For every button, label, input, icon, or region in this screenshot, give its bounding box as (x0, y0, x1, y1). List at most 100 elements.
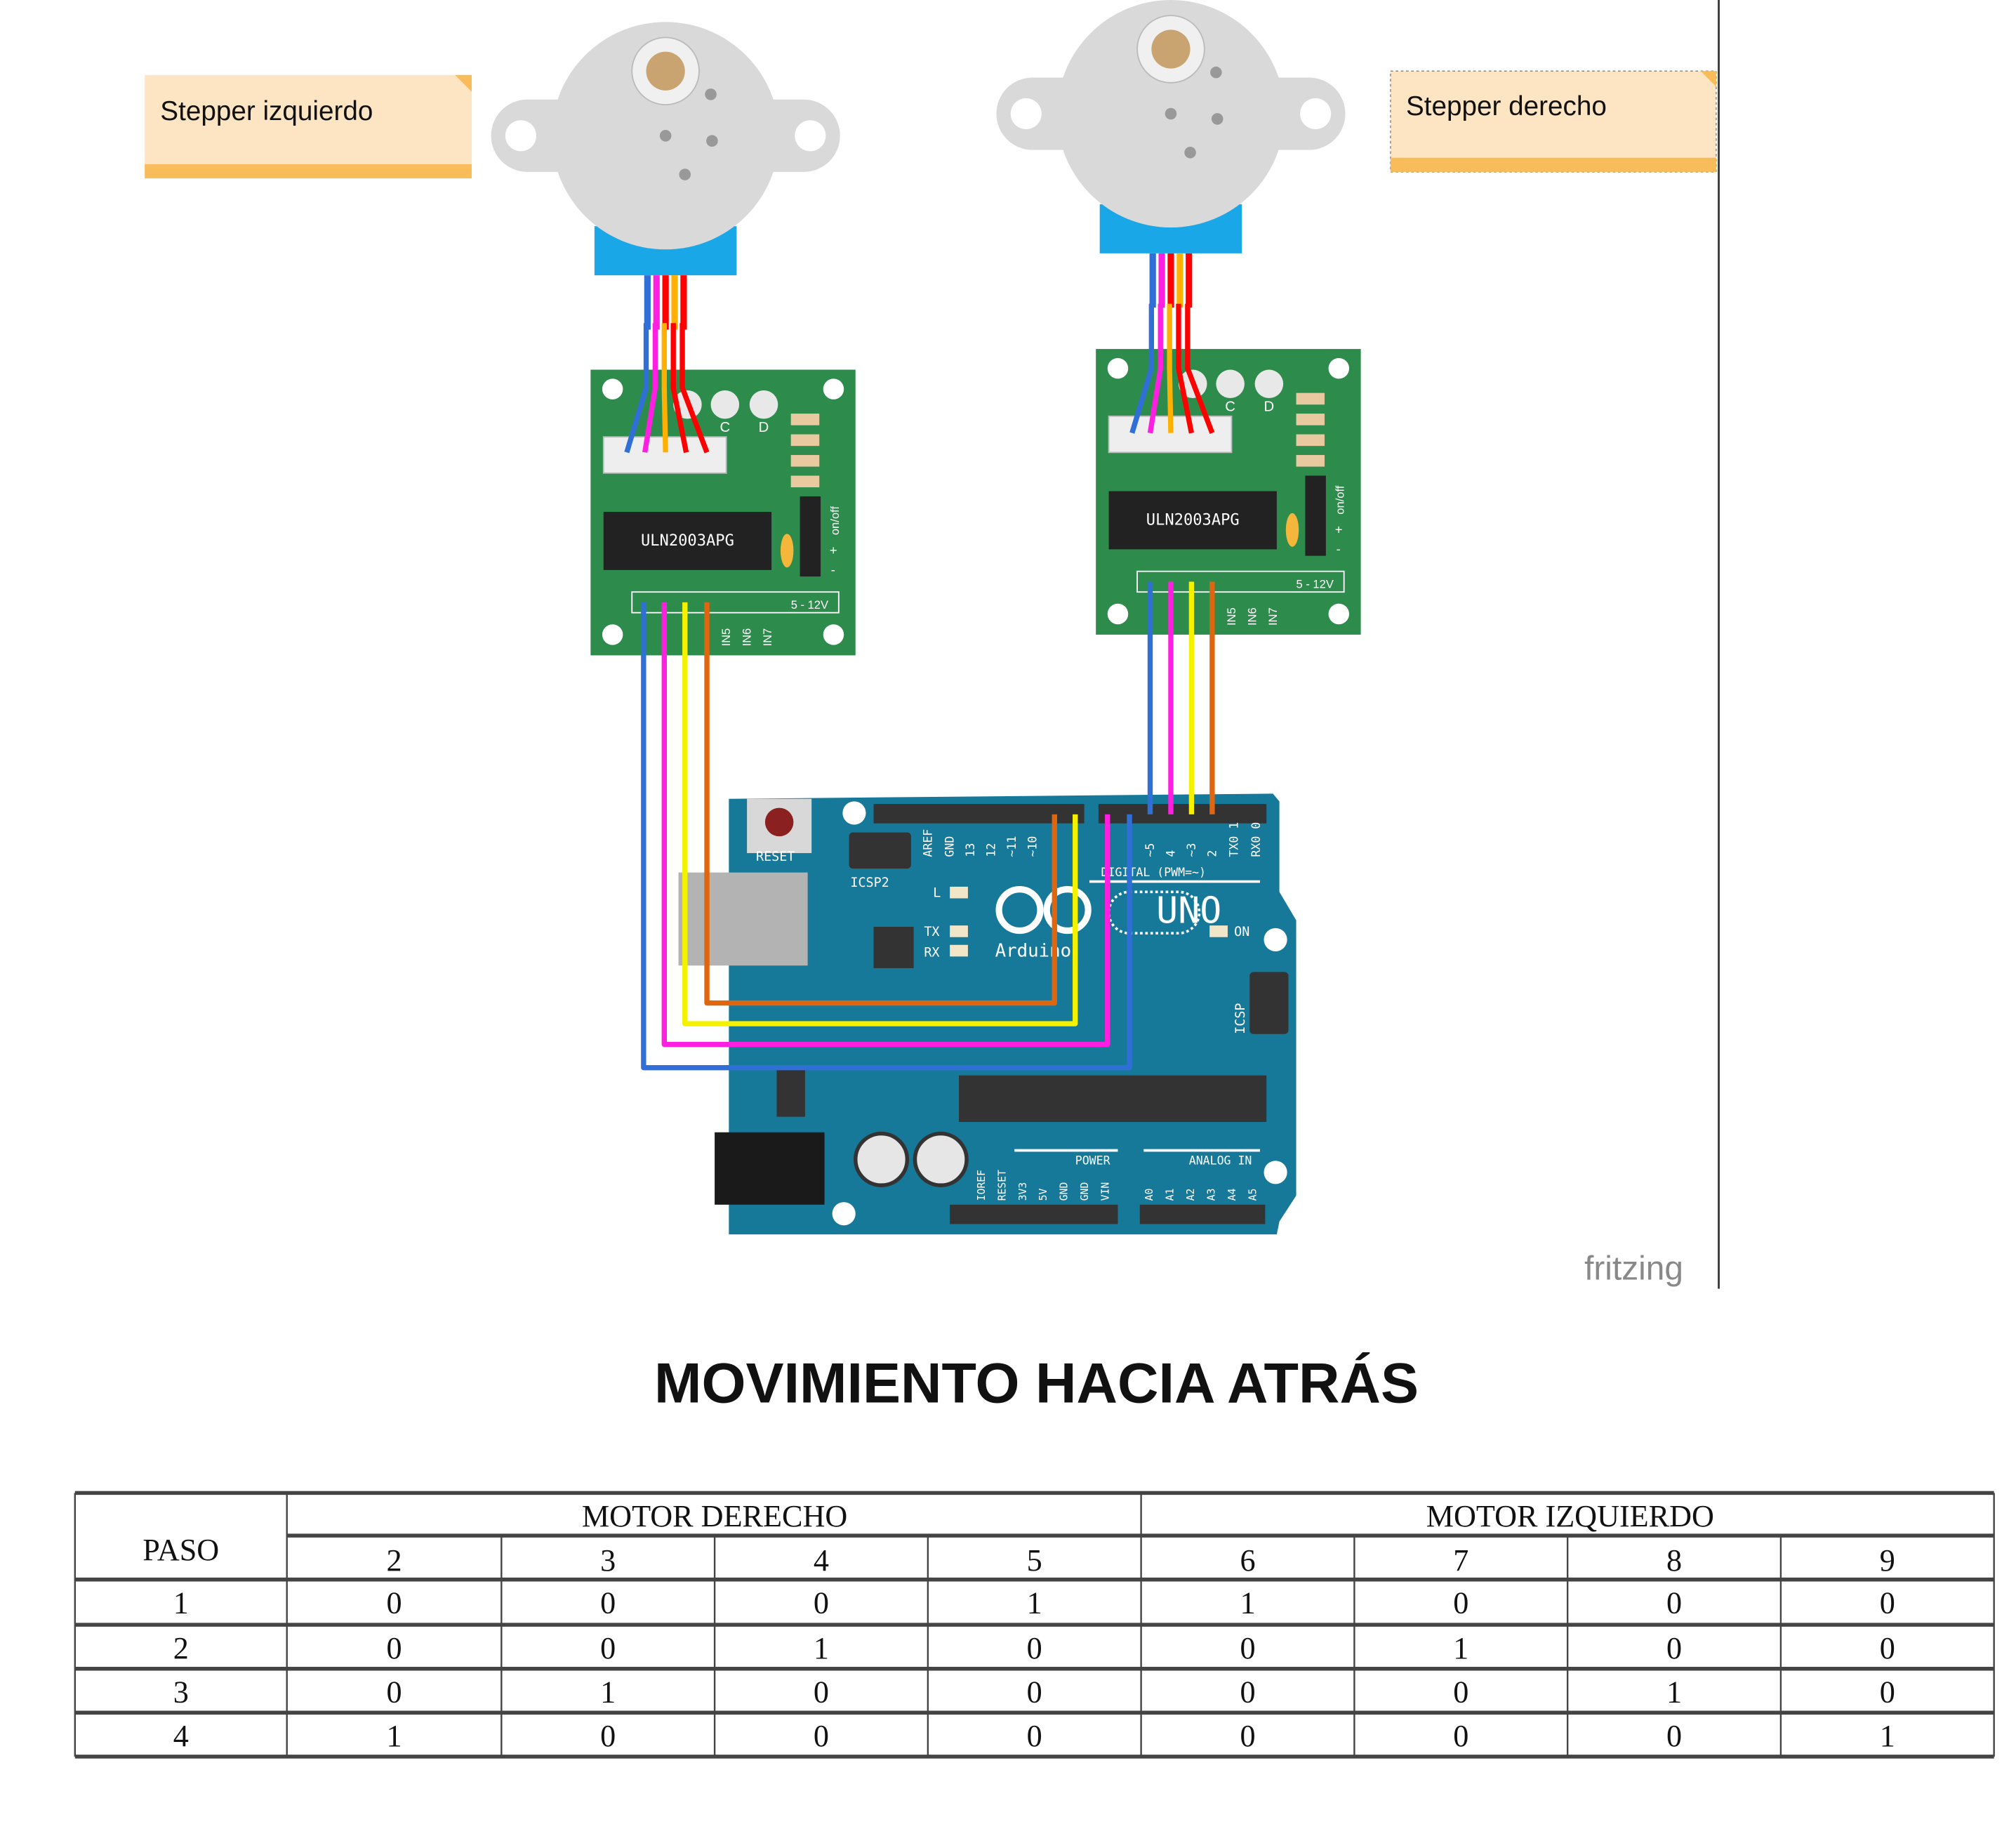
led-rx-label: RX (924, 945, 939, 960)
pin-label: GND (943, 836, 957, 857)
fritzing-watermark: fritzing (1584, 1250, 1683, 1288)
power-header (950, 1204, 1118, 1224)
motor-rivet (705, 88, 717, 100)
atmega-chip (959, 1075, 1267, 1122)
motor-rivet (659, 130, 672, 142)
value-cell: 0 (600, 1586, 616, 1620)
value-cell: 0 (1027, 1675, 1042, 1710)
wire-in1-left (641, 602, 1132, 1071)
value-cell: 0 (386, 1586, 402, 1620)
analog-header (1139, 1204, 1266, 1224)
motor-rivet (706, 135, 718, 147)
motor-wire (661, 323, 668, 453)
led (710, 390, 740, 419)
note-left-text: Stepper izquierdo (160, 96, 373, 126)
mount-hole (1010, 98, 1042, 130)
digital-label: DIGITAL (PWM=~) (1101, 866, 1206, 879)
pin-label: 13 (964, 843, 977, 857)
value-cell: 1 (1453, 1631, 1468, 1665)
motor-rivet (679, 169, 691, 180)
stepper-motor-right (996, 0, 1346, 308)
paso-cell: 3 (173, 1675, 189, 1710)
analog-pin-label: A3 (1206, 1189, 1218, 1201)
mount-hole (823, 378, 844, 400)
in6-label: IN6 (741, 628, 754, 647)
arduino-brand: Arduino (995, 940, 1072, 961)
wire-in2-left (661, 602, 1110, 1048)
group-header-motor-izquierdo: MOTOR IZQUIERDO (1426, 1499, 1714, 1533)
note-right-text: Stepper derecho (1406, 91, 1607, 121)
digital-header-high (873, 804, 1085, 824)
voltage-label: 5 - 12V (791, 598, 828, 612)
capacitor (1285, 513, 1299, 547)
usb-connector (678, 872, 808, 966)
wire-in3-left (682, 602, 1078, 1026)
arduino-uno-board: RESET ICSP2 ICSP DIGITAL (PWM=~) UNO Ard… (678, 793, 1297, 1235)
pin-label: ~3 (1185, 843, 1198, 857)
pin-header: 3 (600, 1543, 616, 1578)
capacitor (854, 1131, 910, 1187)
value-cell: 0 (1666, 1586, 1682, 1620)
usb-chip (873, 926, 914, 968)
value-cell: 1 (386, 1719, 402, 1753)
wire-in4-left (704, 602, 1057, 1006)
value-cell: 0 (1666, 1719, 1682, 1753)
paso-cell: 4 (173, 1719, 189, 1753)
resistor (790, 475, 820, 488)
icsp2-label: ICSP2 (850, 876, 889, 890)
power-pin-label: VIN (1100, 1182, 1112, 1201)
analog-pin-label: A5 (1247, 1189, 1259, 1201)
value-cell: 0 (1666, 1631, 1682, 1665)
input-header-outline (631, 591, 840, 614)
resistor (1296, 392, 1325, 405)
capacitor (780, 534, 794, 568)
motor-rivet (1211, 113, 1223, 125)
value-cell: 1 (814, 1631, 829, 1665)
motor-shaft (1151, 29, 1191, 69)
in5-label: IN5 (1225, 607, 1238, 626)
led-on-label: ON (1234, 925, 1249, 939)
pin-label: 12 (985, 843, 998, 857)
motor-wire (1129, 303, 1155, 434)
led-d-label: D (1264, 399, 1275, 414)
motor-wire (1176, 303, 1195, 434)
motor-wire (1185, 303, 1215, 435)
motor-rivet (1210, 66, 1222, 79)
motor-wire (679, 323, 710, 454)
value-cell: 0 (814, 1586, 829, 1620)
in7-label: IN7 (1266, 607, 1280, 626)
power-pin-label: GND (1059, 1182, 1070, 1201)
icsp2-header (849, 832, 911, 869)
resistor (1296, 455, 1325, 467)
resistor (1296, 414, 1325, 425)
motor-wire (1147, 303, 1163, 434)
mount-hole (1107, 357, 1129, 379)
led-l-label: L (933, 886, 941, 901)
power-pin-label: 3V3 (1017, 1182, 1029, 1201)
led-d-label: D (759, 420, 769, 435)
capacitor (913, 1131, 969, 1187)
digital-header-low (1098, 804, 1267, 824)
power-jack (715, 1132, 825, 1205)
driver-chip-label: ULN2003APG (641, 531, 734, 550)
value-cell: 0 (1453, 1719, 1468, 1753)
led-c-label: C (1225, 399, 1235, 414)
pin-header: 9 (1880, 1543, 1895, 1578)
pin-label: AREF (921, 829, 934, 857)
value-cell: 0 (600, 1631, 616, 1665)
value-cell: 1 (1240, 1586, 1255, 1620)
value-cell: 0 (1880, 1586, 1895, 1620)
pin-header: 7 (1453, 1543, 1468, 1578)
resistor (790, 455, 820, 467)
mount-hole (1328, 603, 1350, 625)
motor-shaft (646, 51, 685, 91)
value-cell: 0 (1240, 1675, 1255, 1710)
analog-pin-label: A2 (1185, 1189, 1197, 1201)
value-cell: 1 (1880, 1719, 1895, 1753)
value-cell: 1 (600, 1675, 616, 1710)
value-cell: 0 (600, 1719, 616, 1753)
analog-pin-label: A4 (1226, 1188, 1238, 1201)
